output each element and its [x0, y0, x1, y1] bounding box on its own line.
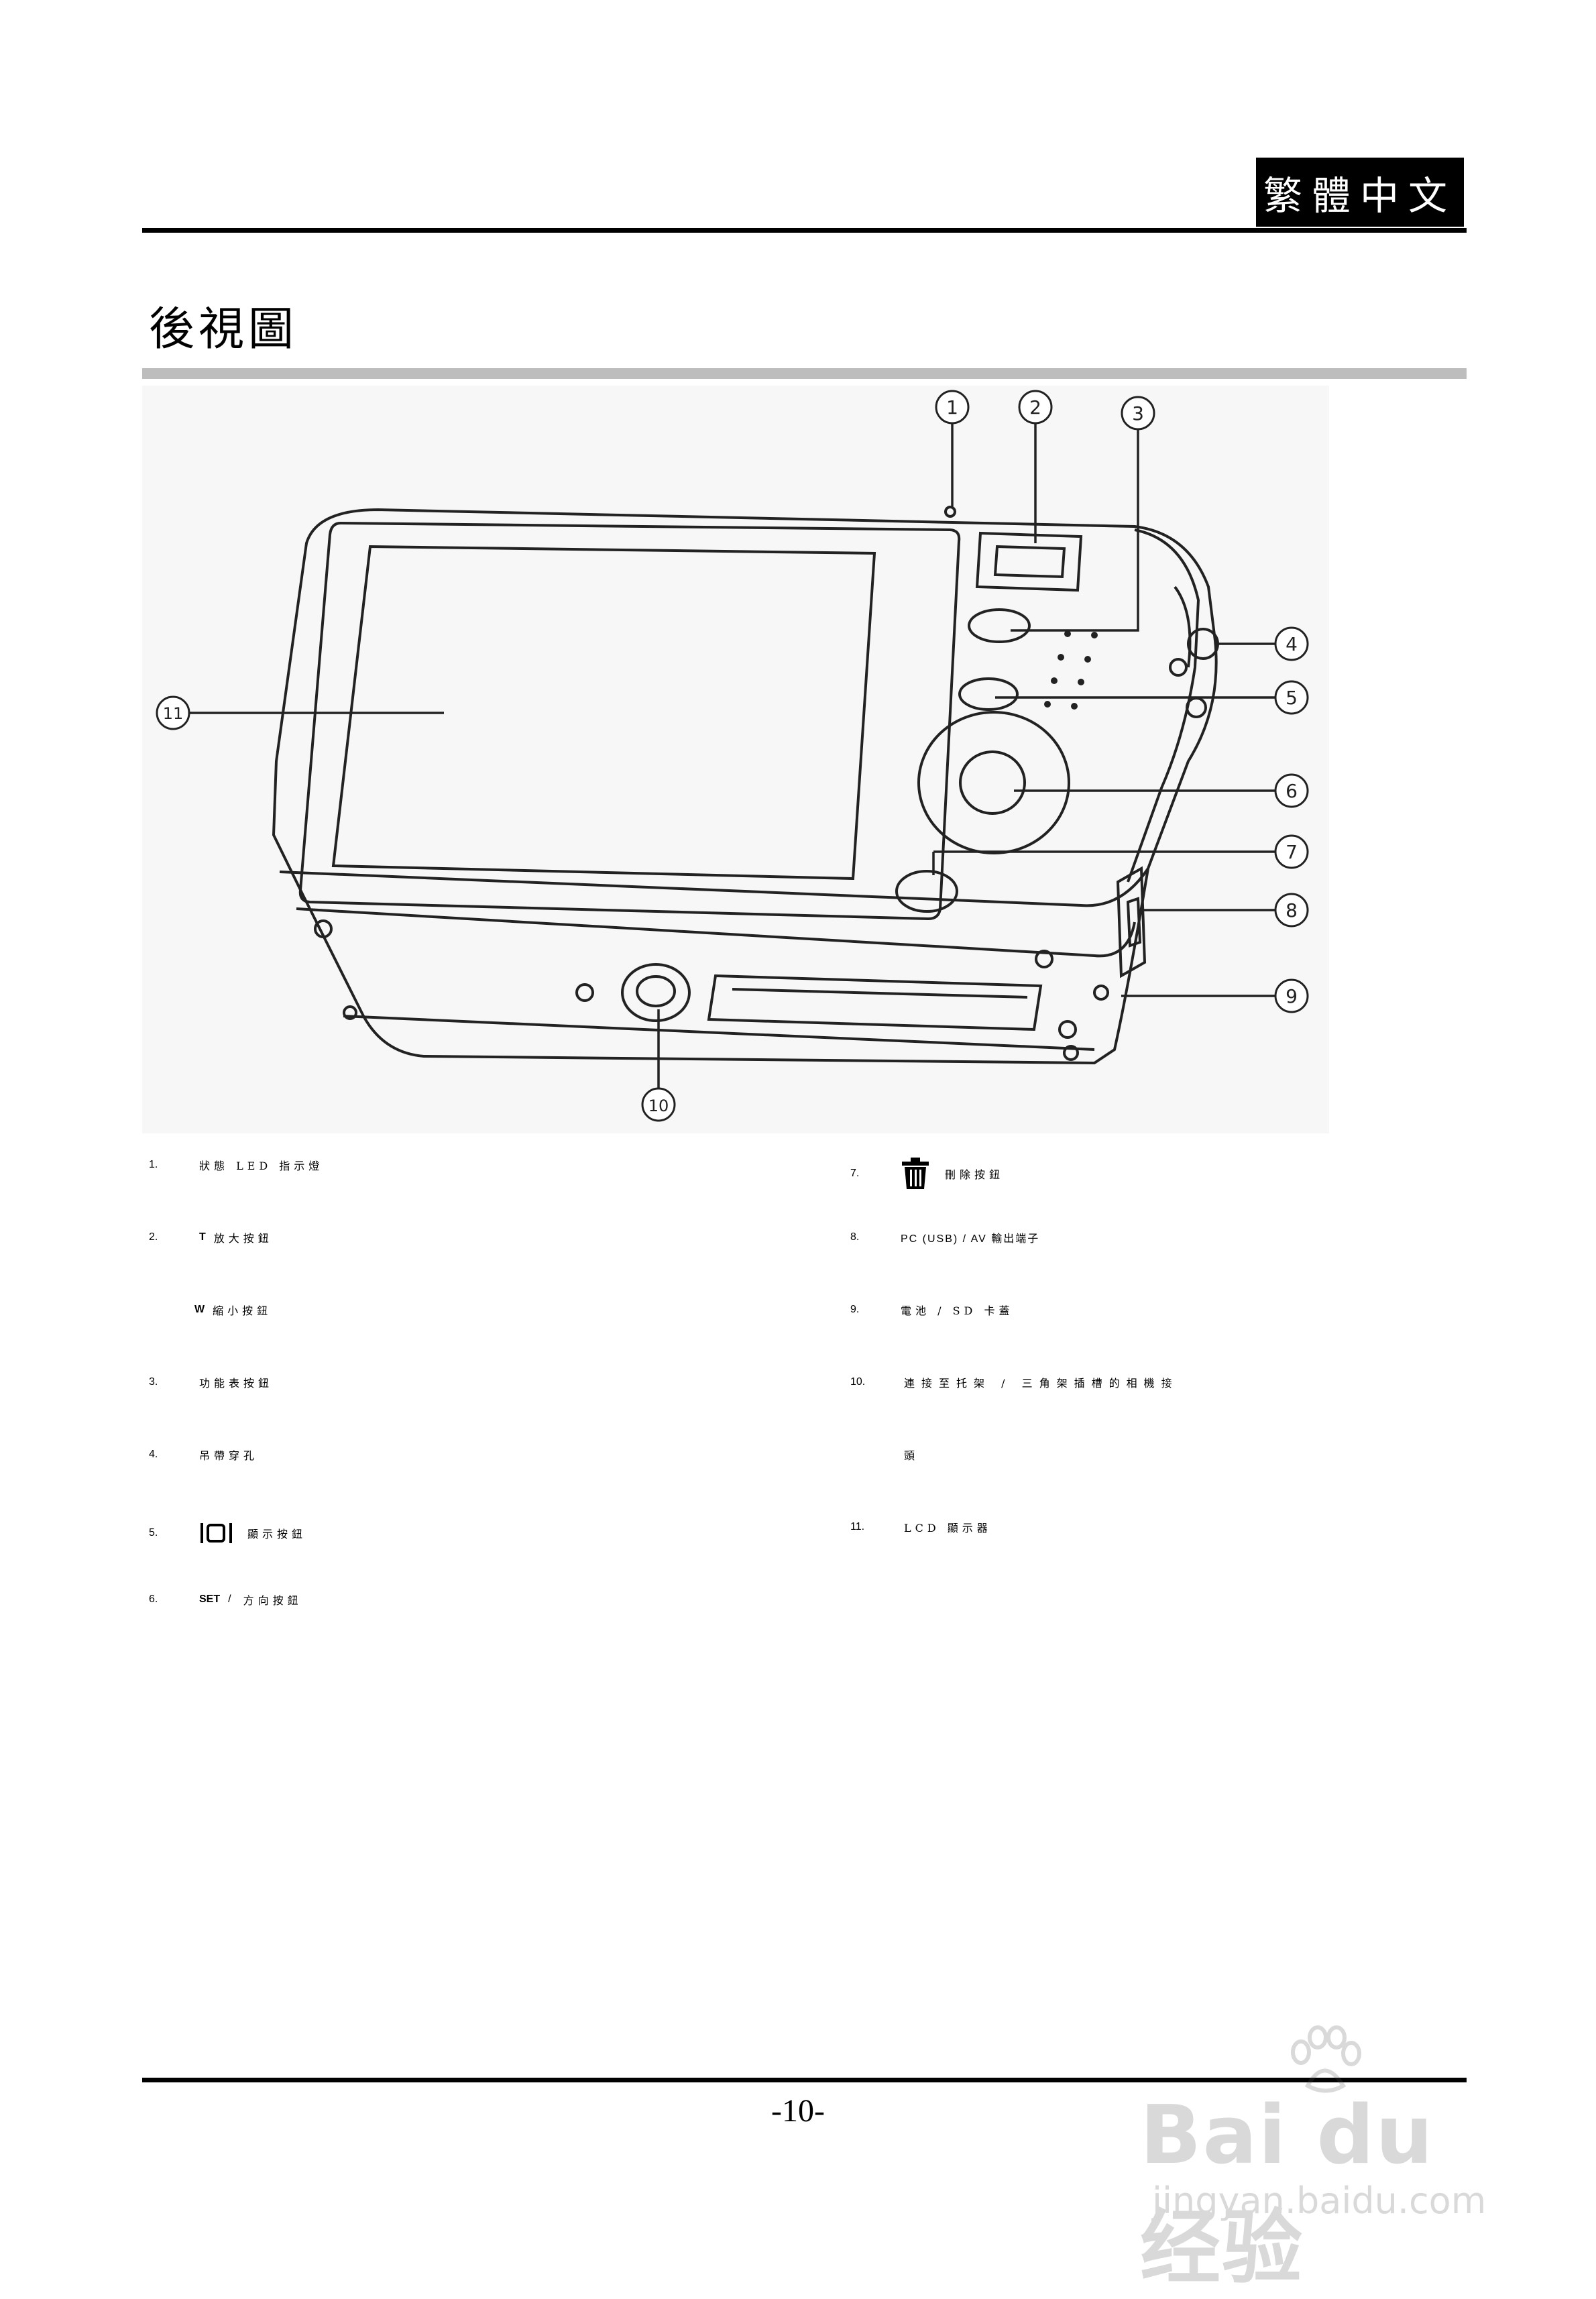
callout-4: 4 [1286, 633, 1298, 655]
list-item: 4. 吊帶穿孔 [149, 1447, 258, 1463]
list-item: 9. 電池 / SD 卡蓋 [850, 1302, 1013, 1318]
item-text: 吊帶穿孔 [199, 1449, 259, 1462]
item-text: 縮小按鈕 [213, 1304, 272, 1317]
item-number: 7. [850, 1168, 860, 1179]
callout-9: 9 [1286, 985, 1298, 1007]
callout-5: 5 [1286, 687, 1298, 709]
callout-11: 11 [163, 704, 184, 723]
callout-2: 2 [1029, 396, 1041, 418]
section-underline [142, 368, 1467, 379]
page-number: -10- [771, 2093, 825, 2129]
item-number: 2. [149, 1231, 158, 1243]
item-number: 3. [149, 1376, 158, 1388]
language-tab: 繁體中文 [1256, 158, 1464, 227]
item-number: 4. [149, 1449, 158, 1460]
item-number: 10. [850, 1376, 866, 1388]
item-text: 功能表按鈕 [199, 1377, 274, 1390]
callout-10: 10 [648, 1097, 669, 1115]
item-text-continued: 頭 [904, 1449, 919, 1462]
item-number: 9. [850, 1304, 860, 1315]
list-item: 頭 [904, 1447, 919, 1463]
list-item: 11. LCD 顯示器 [850, 1519, 992, 1535]
list-item: 6. SET / 方向按鈕 [149, 1591, 302, 1608]
list-item: W 縮小按鈕 [194, 1302, 272, 1318]
item-number: 8. [850, 1231, 860, 1243]
item-number: 11. [850, 1521, 865, 1532]
item-number: 5. [149, 1527, 158, 1538]
wide-key-label: W [194, 1304, 205, 1315]
paw-logo-icon [1291, 2025, 1361, 2093]
footer-rule [142, 2078, 1467, 2082]
item-text: LCD 顯示器 [904, 1522, 992, 1534]
callout-3: 3 [1132, 402, 1144, 425]
callout-8: 8 [1286, 899, 1298, 921]
item-text: 方向按鈕 [243, 1594, 302, 1607]
camera-illustration: 1 2 3 4 5 6 7 8 9 10 11 [156, 390, 1309, 1122]
item-text: 放大按鈕 [213, 1232, 273, 1245]
callout-7: 7 [1286, 841, 1298, 863]
watermark-url: jingyan.baidu.com [1152, 2180, 1487, 2222]
item-number: 6. [149, 1593, 158, 1605]
list-item: 3. 功能表按鈕 [149, 1374, 273, 1390]
list-item: 1. 狀態 LED 指示燈 [149, 1157, 323, 1173]
item-text: 電池 / SD 卡蓋 [901, 1304, 1014, 1317]
tele-key-label: T [199, 1231, 206, 1243]
list-item: 10. 連接至托架 / 三角架插槽的相機接 [850, 1374, 1179, 1390]
callout-1: 1 [946, 396, 958, 418]
list-item: 7. 刪除按鈕 [850, 1157, 1004, 1190]
item-number: 1. [149, 1159, 158, 1170]
item-text: 狀態 LED 指示燈 [199, 1160, 324, 1172]
trash-icon [902, 1158, 929, 1189]
list-item: 8. PC (USB) / AV 輸出端子 [850, 1229, 1039, 1245]
list-item: 2. T 放大按鈕 [149, 1229, 273, 1245]
item-text: 連接至托架 / 三角架插槽的相機接 [904, 1377, 1179, 1390]
header-rule [142, 228, 1467, 233]
section-title: 後視圖 [149, 303, 298, 356]
display-mode-icon [201, 1523, 232, 1543]
item-text: 刪除按鈕 [945, 1168, 1005, 1181]
item-text: PC (USB) / AV 輸出端子 [901, 1233, 1040, 1245]
baidu-watermark: Bai du 经验 jingyan.baidu.com [1140, 2025, 1516, 2295]
camera-back-diagram: 1 2 3 4 5 6 7 8 9 10 11 [142, 386, 1329, 1133]
callout-6: 6 [1286, 780, 1298, 802]
item-text: 顯示按鈕 [247, 1528, 307, 1540]
list-item: 5. 顯示按鈕 [149, 1519, 306, 1547]
separator-slash: / [228, 1593, 231, 1605]
set-key-label: SET [199, 1593, 221, 1605]
